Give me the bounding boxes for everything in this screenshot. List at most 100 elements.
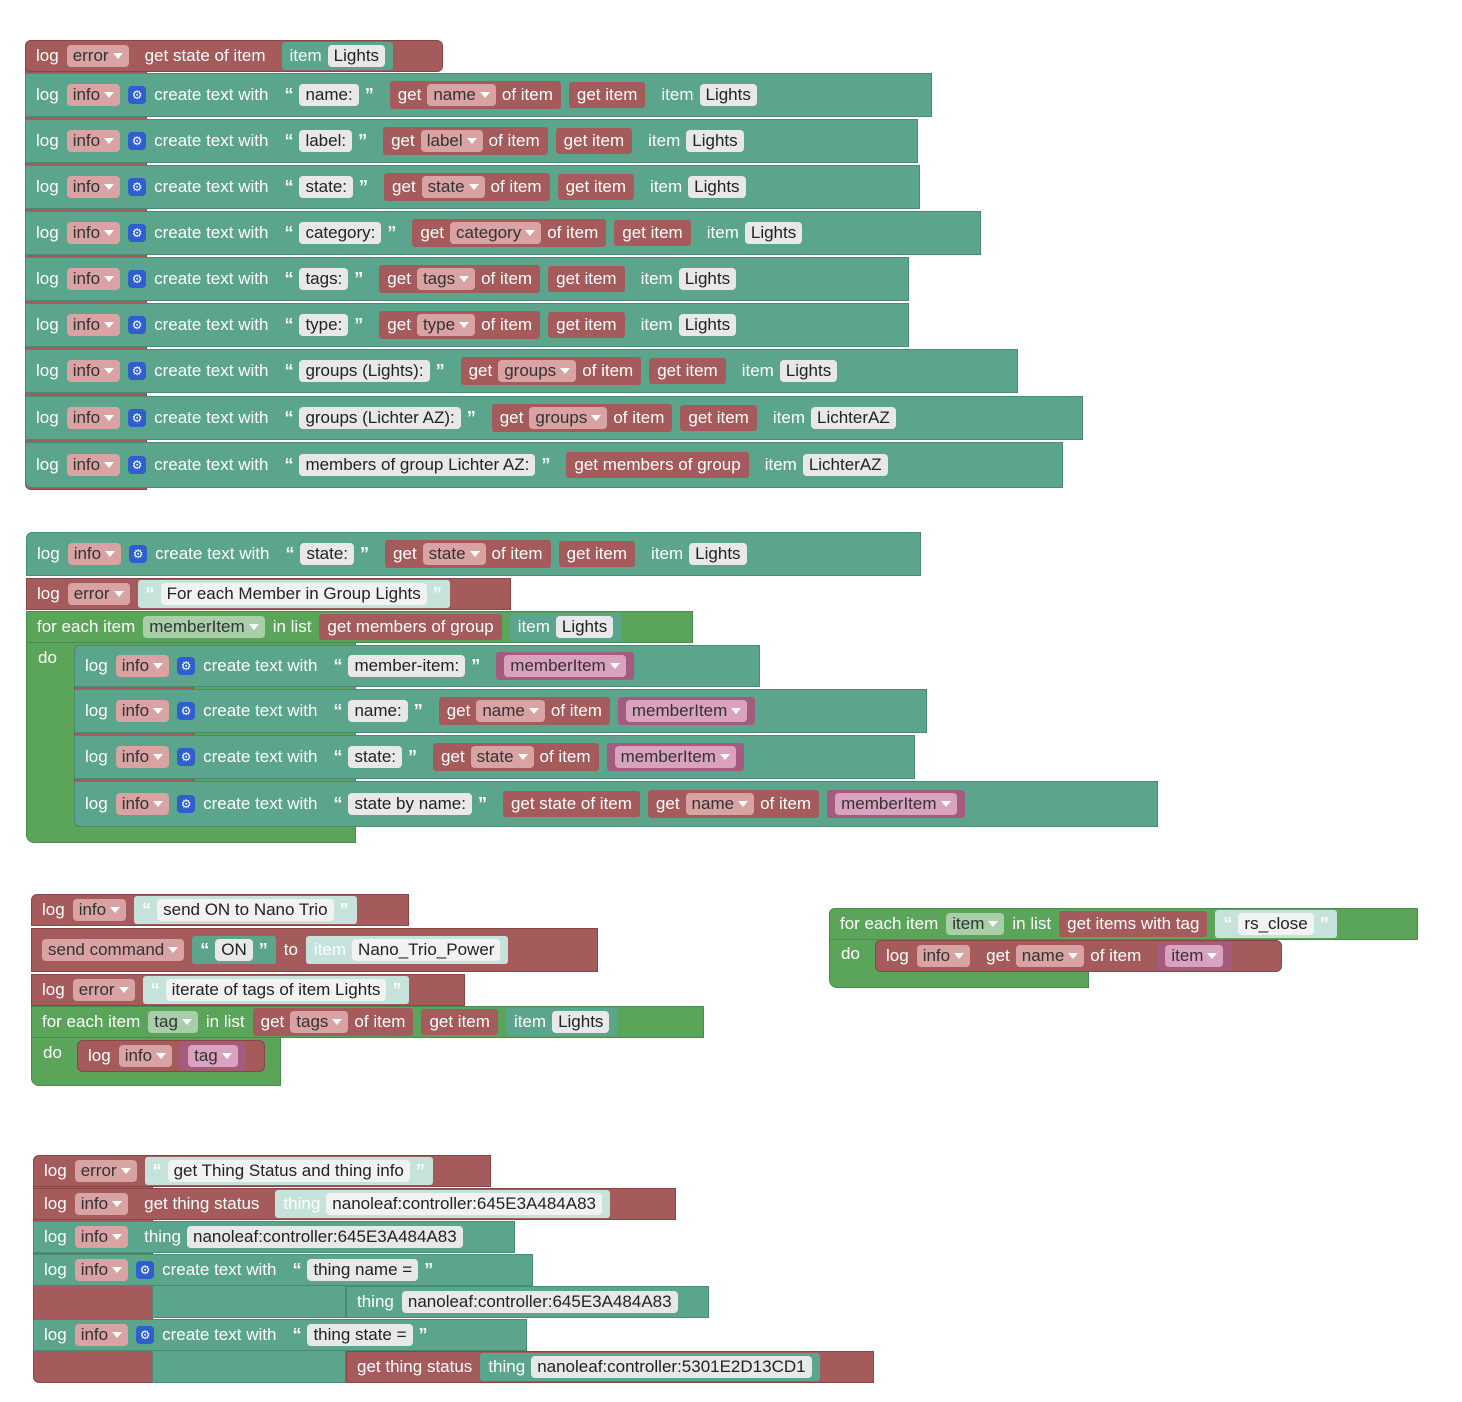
log-info-send-on[interactable]: log info “send ON to Nano Trio” (31, 894, 409, 926)
variable-dropdown[interactable]: memberItem (625, 700, 748, 722)
log-error-row-5[interactable]: log error “get Thing Status and thing in… (33, 1155, 491, 1187)
text-literal[interactable]: “category:” (276, 219, 405, 247)
log-error-row-3[interactable]: log error “iterate of tags of item Light… (31, 974, 465, 1006)
get-item-block[interactable]: get item (558, 541, 636, 567)
gear-icon[interactable]: ⚙ (128, 132, 147, 150)
property-dropdown[interactable]: state (422, 543, 486, 565)
get-item-block[interactable]: get item (680, 405, 757, 431)
get-item-block[interactable]: get item (614, 220, 691, 246)
level-dropdown[interactable]: info (115, 793, 170, 815)
text-literal[interactable]: “name:” (276, 81, 382, 109)
gear-icon[interactable]: ⚙ (128, 316, 147, 334)
property-dropdown[interactable]: groups (498, 360, 577, 382)
get-state-of-item-block[interactable]: get state of item (136, 43, 274, 69)
level-dropdown[interactable]: info (66, 360, 121, 382)
get-item-block[interactable]: get item (421, 1009, 498, 1035)
variable-dropdown[interactable]: tag (188, 1045, 238, 1067)
level-dropdown[interactable]: info (66, 84, 121, 106)
gear-icon[interactable]: ⚙ (128, 409, 147, 427)
level-dropdown[interactable]: info (115, 700, 170, 722)
get-item-block[interactable]: get item (555, 128, 633, 154)
text-literal[interactable]: “groups (Lights):” (276, 357, 453, 385)
text-literal[interactable]: “rs_close” (1215, 910, 1337, 938)
text-literal[interactable]: “get Thing Status and thing info” (144, 1157, 433, 1185)
level-dropdown[interactable]: error (72, 979, 135, 1001)
gear-icon[interactable]: ⚙ (129, 545, 148, 563)
level-dropdown[interactable]: info (67, 543, 122, 565)
text-literal[interactable]: “For each Member in Group Lights” (137, 580, 450, 608)
text-literal[interactable]: “state by name:” (325, 790, 495, 818)
command-dropdown[interactable]: send command (42, 939, 185, 961)
level-dropdown[interactable]: error (74, 1160, 137, 1182)
variable-dropdown[interactable]: item (1165, 945, 1224, 967)
property-dropdown[interactable]: type (416, 314, 476, 336)
log-info-row-state[interactable]: log info ⚙ create text with “state:” get… (25, 165, 920, 209)
level-dropdown[interactable]: error (66, 45, 129, 67)
log-error-row-2[interactable]: log error “For each Member in Group Ligh… (26, 578, 511, 610)
gear-icon[interactable]: ⚙ (128, 362, 147, 380)
get-item-block[interactable]: get item (568, 82, 646, 108)
log-info-row-groups-lichteraz[interactable]: log info ⚙ create text with “groups (Lic… (25, 396, 1083, 440)
for-each-header-1[interactable]: for each item memberItem in list get mem… (26, 611, 693, 643)
variable-dropdown[interactable]: memberItem (614, 746, 736, 768)
log-info-member-state[interactable]: log info ⚙ create text with “state:” get… (74, 735, 915, 779)
thing-uid-field[interactable]: nanoleaf:controller:645E3A484A83 (401, 1291, 678, 1313)
level-dropdown[interactable]: info (118, 1045, 173, 1067)
level-dropdown[interactable]: info (66, 407, 121, 429)
get-item-block[interactable]: get item (548, 266, 625, 292)
text-literal[interactable]: “label:” (276, 127, 376, 155)
gear-icon[interactable]: ⚙ (128, 86, 147, 104)
text-literal[interactable]: “state:” (277, 540, 378, 568)
text-literal[interactable]: “member-item:” (325, 652, 489, 680)
property-dropdown[interactable]: label (420, 130, 483, 152)
log-info-row-members[interactable]: log info ⚙ create text with “members of … (25, 442, 1063, 488)
log-info-row-category[interactable]: log info ⚙ create text with “category:” … (25, 211, 981, 255)
variable-dropdown[interactable]: item (946, 913, 1005, 935)
text-literal[interactable]: “type:” (276, 311, 372, 339)
item-name-field[interactable]: Lights (327, 45, 386, 67)
gear-icon[interactable]: ⚙ (128, 270, 147, 288)
level-dropdown[interactable]: info (66, 454, 121, 476)
text-literal[interactable]: “members of group Lichter AZ:” (276, 451, 559, 479)
variable-block[interactable]: item (1157, 942, 1232, 970)
property-dropdown[interactable]: state (421, 176, 485, 198)
log-info-row-state-2[interactable]: log info ⚙ create text with “state:” get… (26, 532, 921, 576)
level-dropdown[interactable]: info (74, 1259, 129, 1281)
variable-block[interactable]: memberItem (606, 743, 744, 771)
log-info-tag[interactable]: log info tag (77, 1040, 265, 1072)
get-items-with-tag-block[interactable]: get items with tag (1059, 911, 1208, 937)
text-literal[interactable]: “send ON to Nano Trio” (134, 896, 357, 924)
property-dropdown[interactable]: tags (416, 268, 476, 290)
gear-icon[interactable]: ⚙ (136, 1261, 155, 1279)
get-item-block[interactable]: get item (649, 358, 726, 384)
log-info-thing-state[interactable]: log info ⚙ create text with “thing state… (33, 1319, 527, 1351)
property-dropdown[interactable]: state (470, 746, 534, 768)
text-literal[interactable]: “thing state =” (284, 1321, 436, 1349)
log-info-row-label[interactable]: log info ⚙ create text with “label:” get… (25, 119, 918, 163)
text-literal[interactable]: “state:” (325, 743, 426, 771)
